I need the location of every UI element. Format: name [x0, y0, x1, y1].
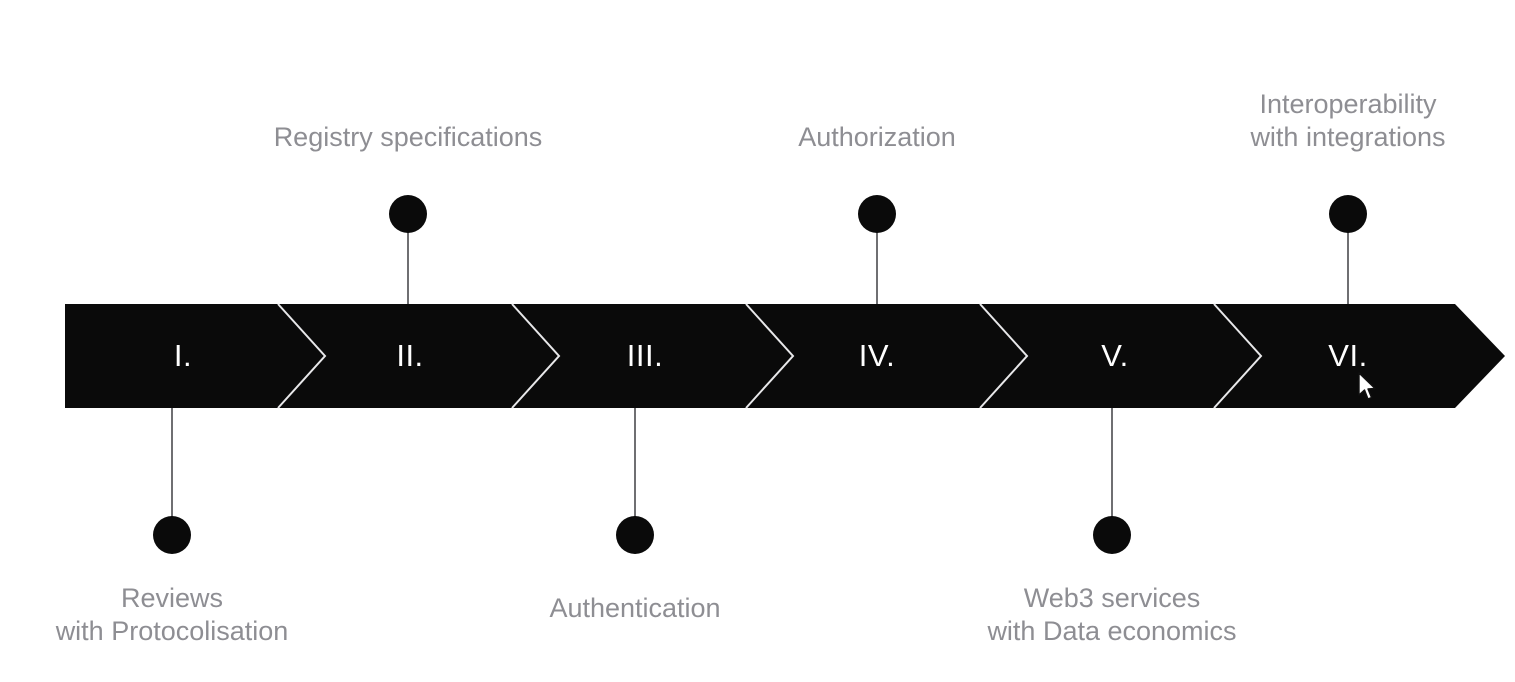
process-arrow-bar[interactable]: [65, 303, 1505, 409]
node-dot-step-5[interactable]: [1093, 516, 1131, 554]
process-arrow-shape: [65, 303, 1505, 409]
node-dot-step-1[interactable]: [153, 516, 191, 554]
connector-step-2: [407, 232, 409, 304]
step-label-5: Web3 services with Data economics: [987, 583, 1237, 646]
step-label-3: Authentication: [549, 593, 721, 623]
connector-step-4: [876, 232, 878, 304]
chevron-separator-3: [745, 303, 795, 409]
chevron-separator-2: [511, 303, 561, 409]
connector-step-5: [1111, 408, 1113, 518]
step-label-2: Registry specifications: [273, 122, 543, 152]
step-label-6: Interoperability with integrations: [1250, 89, 1446, 152]
chevron-separator-5: [1213, 303, 1263, 409]
connector-step-6: [1347, 232, 1349, 304]
node-dot-step-6[interactable]: [1329, 195, 1367, 233]
step-label-1: Reviews with Protocolisation: [55, 583, 289, 646]
connector-step-1: [171, 408, 173, 518]
node-dot-step-4[interactable]: [858, 195, 896, 233]
connector-step-3: [634, 408, 636, 518]
chevron-separator-4: [979, 303, 1029, 409]
step-label-4: Authorization: [798, 122, 956, 152]
node-dot-step-3[interactable]: [616, 516, 654, 554]
chevron-separator-1: [277, 303, 327, 409]
node-dot-step-2[interactable]: [389, 195, 427, 233]
